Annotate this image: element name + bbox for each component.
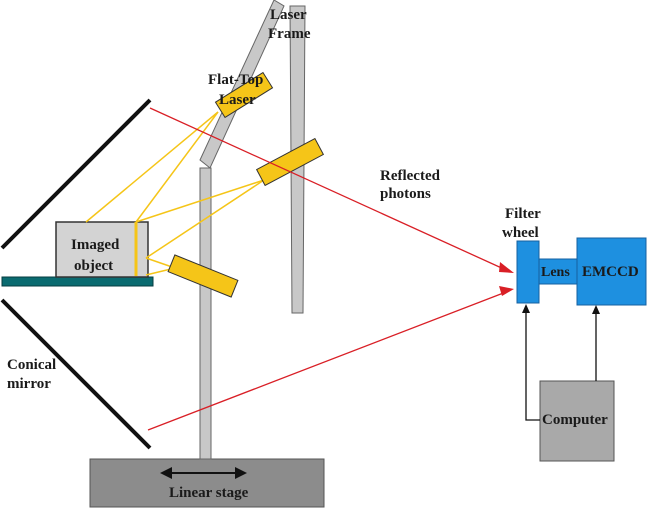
imaged-object — [55, 221, 149, 278]
label-conical-line1: Conical — [7, 357, 56, 373]
label-emccd: EMCCD — [582, 264, 639, 280]
label-imaged-line2: object — [74, 258, 113, 274]
computer-connections — [525, 312, 597, 421]
ray-arrowhead-upper — [499, 262, 514, 273]
conical-mirror-lower — [0, 298, 152, 450]
label-lens: Lens — [541, 265, 570, 280]
label-laser-frame-line2: Frame — [268, 26, 311, 42]
ray-arrowhead-lower — [499, 286, 514, 296]
label-reflected-line2: photons — [380, 186, 431, 202]
label-filter-line1: Filter — [505, 206, 541, 222]
laser-beams — [85, 111, 265, 276]
frame-diagonal-arm — [199, 0, 285, 169]
connection-arrowhead-emccd — [592, 305, 600, 314]
linear-stage-arrow — [160, 467, 247, 479]
sample-platform — [1, 276, 154, 287]
reflected-rays — [147, 107, 507, 431]
label-reflected-line1: Reflected — [380, 168, 441, 184]
flat-top-laser-lower — [167, 254, 239, 298]
label-filter-line2: wheel — [502, 225, 539, 241]
flat-top-laser-upper — [214, 71, 274, 119]
label-linear-stage: Linear stage — [169, 485, 249, 501]
label-laser-frame-line1: Laser — [270, 7, 307, 23]
conical-mirror-upper — [0, 98, 152, 250]
computer — [539, 380, 615, 462]
filter-wheel — [516, 240, 540, 304]
label-flat-top-line1: Flat-Top — [208, 72, 263, 88]
stage-post — [199, 167, 212, 460]
lens — [538, 258, 578, 285]
flat-top-laser-middle — [255, 137, 325, 187]
linear-stage — [89, 458, 325, 508]
label-imaged-line1: Imaged — [71, 237, 120, 253]
label-conical-line2: mirror — [7, 376, 51, 392]
connection-arrowhead-filter — [522, 304, 530, 313]
emccd-camera — [576, 237, 647, 306]
label-flat-top-line2: Laser — [219, 92, 256, 108]
label-computer: Computer — [542, 412, 608, 428]
